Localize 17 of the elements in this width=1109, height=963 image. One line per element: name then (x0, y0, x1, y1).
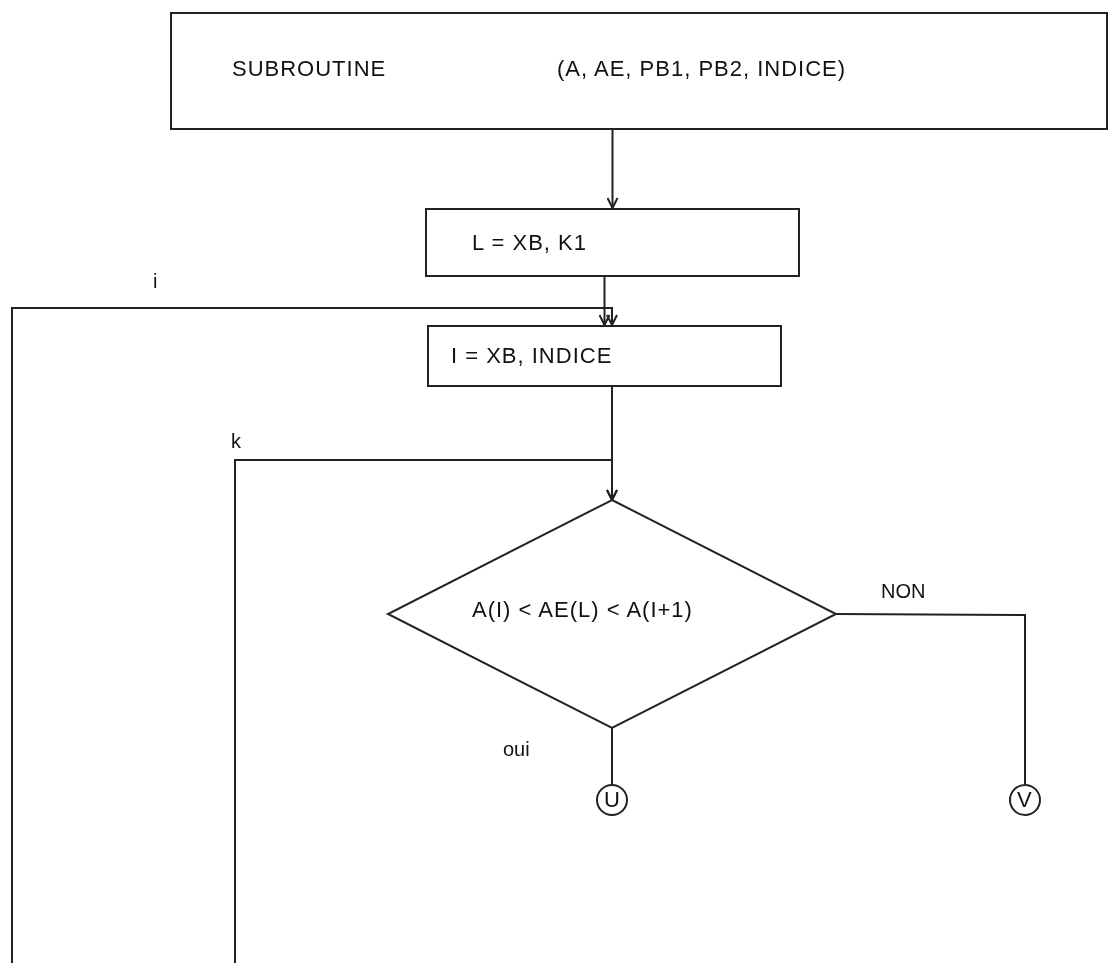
statement-text: SUBROUTINE (232, 56, 387, 82)
condition-text: A(I) < AE(L) < A(I+1) (472, 597, 693, 623)
subroutine-box (170, 12, 1108, 130)
decision-diamond (388, 500, 836, 728)
connector-arrow (11, 307, 618, 963)
parameter-list: (A, AE, PB1, PB2, INDICE) (557, 56, 847, 82)
connector-arrow (234, 459, 618, 963)
process-box (425, 208, 800, 277)
statement-text: L = XB, K1 (472, 230, 587, 256)
connector-letter: U (604, 787, 621, 813)
connector-circle (596, 784, 628, 816)
process-box (427, 325, 782, 387)
connector-letter: V (1017, 787, 1033, 813)
connector-arrow (598, 276, 611, 326)
connector-arrow (606, 129, 619, 209)
statement-text: I = XB, INDICE (451, 343, 613, 369)
connector-circle (1009, 784, 1041, 816)
